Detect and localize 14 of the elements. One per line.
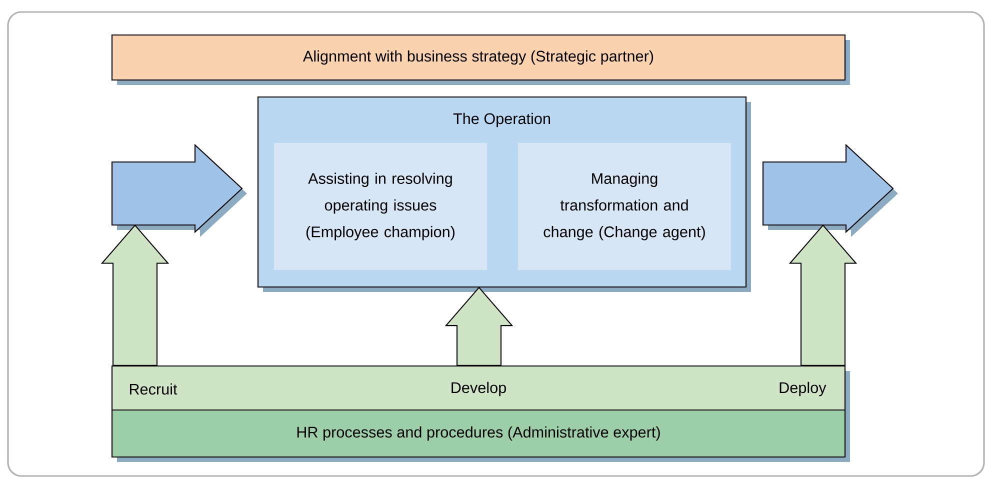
stage-label: Deploy bbox=[780, 382, 826, 396]
stage-label: Recruit bbox=[130, 383, 178, 395]
block-arrow bbox=[100, 224, 170, 366]
box-heading: The Operation bbox=[453, 112, 550, 128]
role-box: Managing transformation and change (Change agent) bbox=[518, 143, 731, 270]
band: HR processes and procedures (Administrative expert) bbox=[111, 409, 850, 462]
stage-label: Develop bbox=[452, 382, 506, 396]
band bbox=[111, 365, 850, 415]
block-arrow bbox=[111, 144, 247, 237]
block-arrow bbox=[762, 144, 898, 237]
band: Alignment with business strategy (Strategic partner) bbox=[111, 34, 850, 85]
block-arrow bbox=[788, 224, 858, 366]
block-arrow bbox=[444, 286, 514, 366]
role-box: Assisting in resolving operating issues (Employee champion) bbox=[274, 143, 487, 270]
